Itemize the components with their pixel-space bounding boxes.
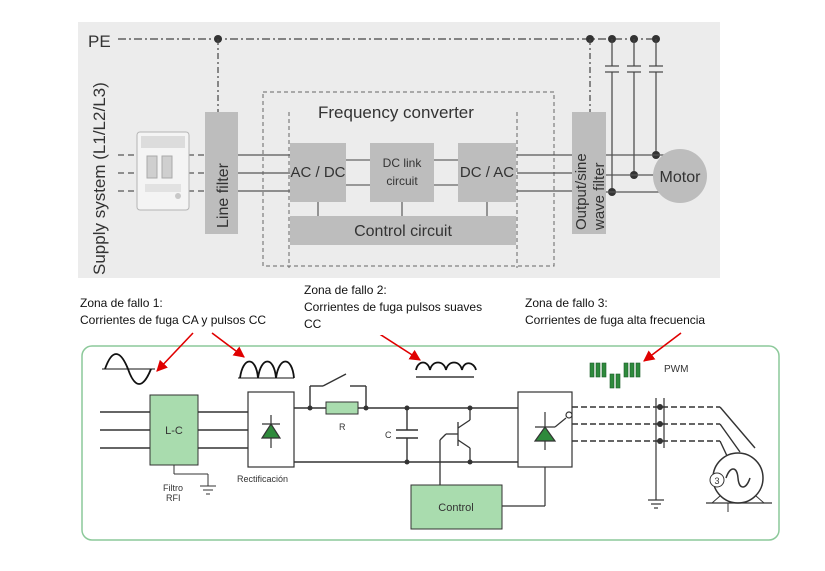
motor-icon	[706, 452, 772, 504]
supply-system-label: Supply system (L1/L2/L3)	[90, 82, 109, 275]
input-lines	[100, 411, 248, 449]
motor-number: 3	[714, 476, 719, 486]
c-label: C	[385, 430, 392, 440]
lc-filter-block	[149, 394, 199, 466]
rectificacion-label: Rectificación	[237, 474, 288, 484]
circuit-breaker-icon	[136, 131, 190, 211]
lc-label: L-C	[165, 425, 183, 437]
arrow-zone3	[643, 332, 682, 362]
control-circuit-block	[290, 216, 516, 245]
dc-ac-block	[458, 143, 516, 202]
line-filter-block	[205, 112, 238, 234]
motor-circle	[653, 149, 707, 203]
resistor-r	[325, 401, 359, 415]
dc-link-label-1: DC link	[383, 156, 423, 170]
sine-wave-icon	[104, 353, 152, 385]
filtro-label-2: RFI	[166, 493, 181, 503]
transistor-icon	[439, 408, 471, 485]
dc-bus-lines	[317, 159, 488, 216]
capacitor-c	[396, 408, 418, 462]
motor-label: Motor	[660, 169, 702, 186]
ac-dc-block	[290, 143, 346, 202]
igbt-symbol-icon	[533, 411, 573, 450]
fault-arrows	[156, 332, 682, 372]
y-capacitors	[605, 39, 663, 192]
output-filter-label-1: Output/sine	[573, 153, 590, 230]
control-label: Control	[438, 502, 473, 514]
shield-ground	[648, 398, 665, 509]
rfi-ground	[173, 465, 216, 495]
ac-dc-label: AC / DC	[290, 164, 345, 181]
fault-zone-3-title: Zona de fallo 3:	[525, 296, 608, 310]
circuit-diagram: PWM L-C Filtro RFI Rectificación	[81, 345, 780, 541]
waveform-icons	[102, 353, 477, 385]
diode-symbol-icon	[260, 415, 282, 448]
control-block	[410, 484, 503, 530]
fault-zone-3: Zona de fallo 3: Corrientes de fuga alta…	[525, 295, 705, 329]
arrow-zone1-sine	[156, 332, 194, 372]
inverter-output-lines	[572, 406, 756, 459]
fault-zone-1-desc: Corrientes de fuga CA y pulsos CC	[80, 313, 267, 327]
fault-zone-2-desc2: CC	[304, 317, 322, 331]
output-filter-label-2: wave filter	[591, 162, 608, 231]
pwm-label: PWM	[664, 364, 688, 375]
output-filter-block	[572, 112, 606, 234]
dc-ac-label: DC / AC	[460, 164, 514, 181]
dc-link-block	[370, 143, 434, 202]
rectified-wave-icon	[239, 360, 295, 379]
fault-zone-3-desc: Corrientes de fuga alta frecuencia	[525, 313, 706, 327]
dc-link-label-2: circuit	[386, 174, 418, 188]
control-links	[502, 467, 546, 507]
cable-junctions	[657, 404, 663, 444]
arrow-zone2	[377, 332, 421, 361]
fault-zone-1-title: Zona de fallo 1:	[80, 296, 163, 310]
fault-zone-2-desc: Corrientes de fuga pulsos suaves	[304, 300, 483, 314]
arrow-zone1-rect	[211, 332, 245, 358]
frequency-converter-title: Frequency converter	[318, 103, 474, 122]
ripple-wave-icon	[415, 361, 477, 371]
filtro-label-1: Filtro	[163, 483, 183, 493]
line-filter-label: Line filter	[215, 162, 232, 228]
pwm-icon	[589, 362, 641, 389]
fault-zone-2-title: Zona de fallo 2:	[304, 283, 387, 297]
pe-label: PE	[88, 32, 111, 51]
r-label: R	[339, 422, 346, 432]
frequency-converter-box	[262, 91, 555, 267]
frequency-converter-diagram: PE Supply system (L1/L2/L3)	[78, 22, 720, 278]
fault-zone-2: Zona de fallo 2: Corrientes de fuga puls…	[300, 280, 487, 335]
control-circuit-label: Control circuit	[354, 223, 452, 240]
fault-zone-1: Zona de fallo 1: Corrientes de fuga CA y…	[80, 295, 266, 329]
